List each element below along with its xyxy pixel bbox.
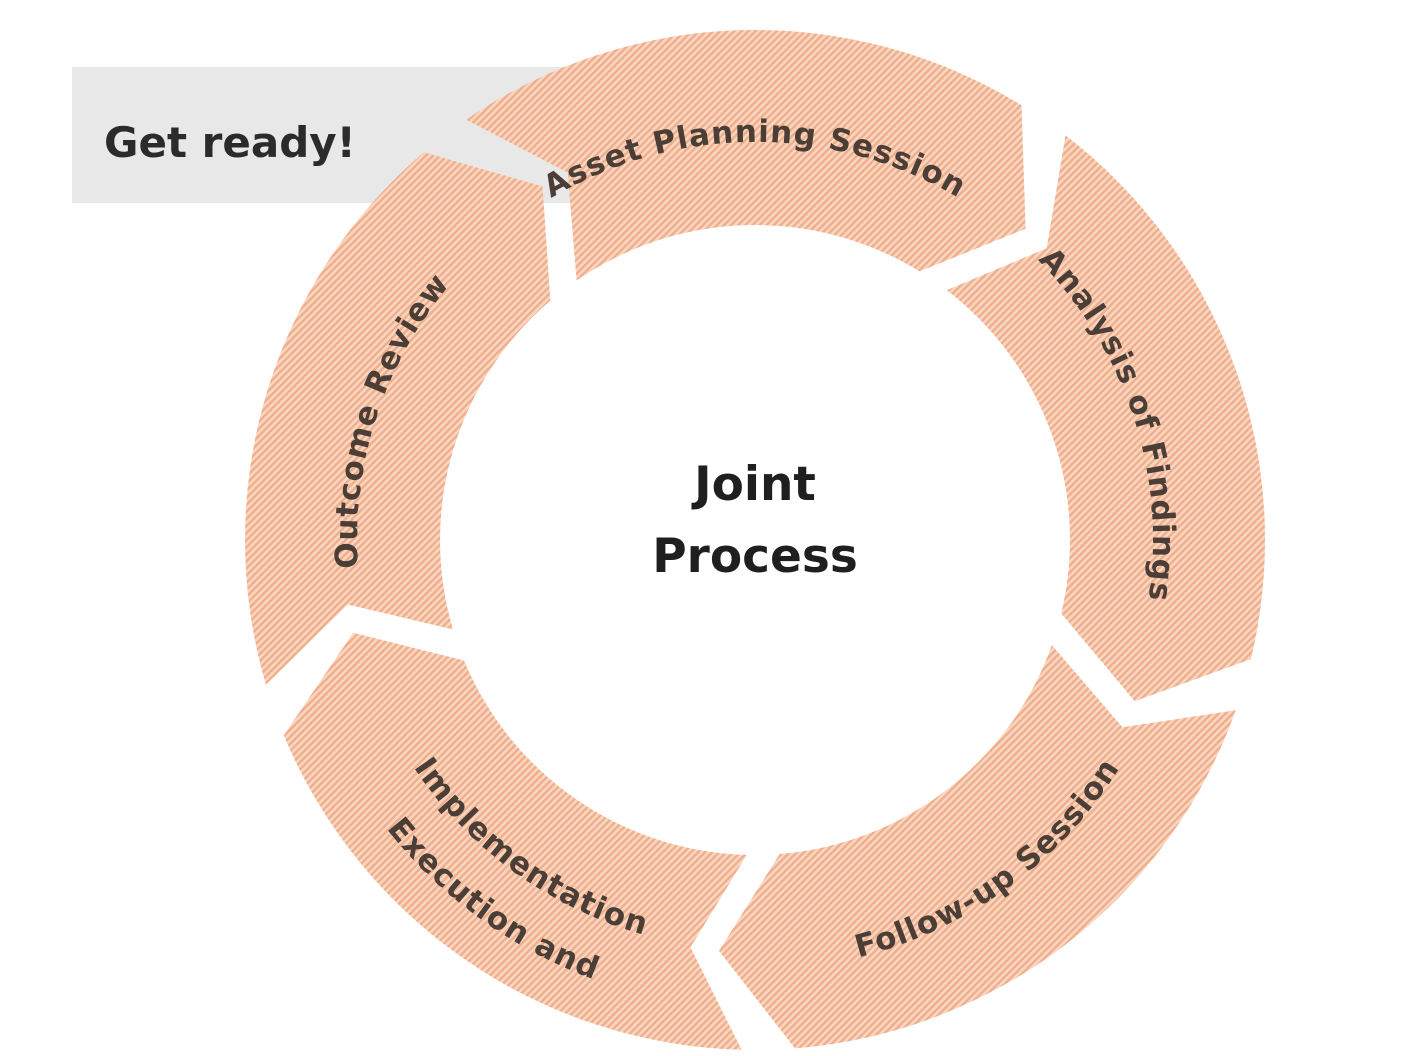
segment-asset-planning-session	[466, 30, 1026, 281]
segment-analysis-of-findings	[946, 135, 1266, 702]
segment-outcome-review	[245, 152, 551, 685]
center-title-line1: Joint	[691, 457, 816, 512]
get-ready-label: Get ready!	[104, 118, 356, 167]
segment-follow-up-session	[719, 645, 1236, 1049]
center-title-line2: Process	[652, 529, 858, 584]
segment-execution-and-implementation	[283, 632, 747, 1050]
